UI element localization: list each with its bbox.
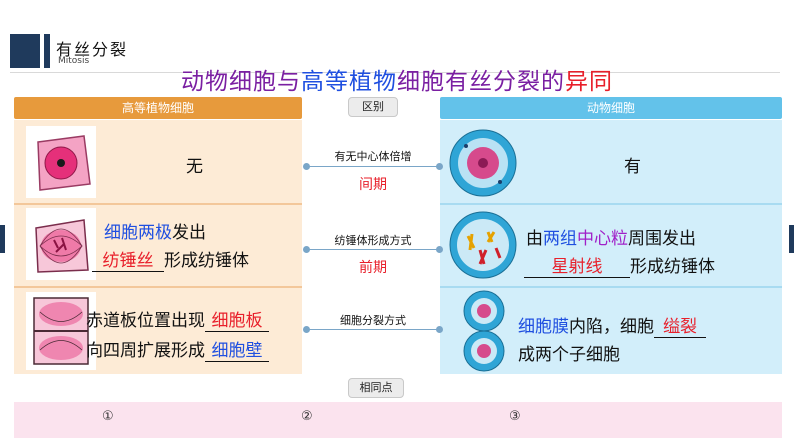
animal-prophase-image	[444, 208, 522, 282]
plant-row-divider	[14, 203, 302, 205]
animal-row1-text: 有	[624, 157, 641, 177]
animal-row3-b: 内陷，细胞	[569, 317, 654, 337]
animal-row3-line1: 细胞膜内陷，细胞缢裂	[518, 312, 706, 338]
row3-connector	[306, 329, 440, 330]
plant-row3-a: 赤道板位置出现	[86, 311, 205, 331]
animal-row2-line2-rest: 形成纺锤体	[630, 257, 715, 277]
connector-dot	[303, 326, 310, 333]
animal-column-header: 动物细胞	[440, 97, 782, 119]
same-item-3: ③	[509, 409, 521, 424]
same-item-2: ②	[301, 409, 313, 424]
animal-row2-line1: 由两组中心粒周围发出	[526, 224, 696, 249]
plant-column-header: 高等植物细胞	[14, 97, 302, 119]
plant-spindle-fiber-blank: 纺锤丝	[92, 246, 164, 272]
same-points-bar	[14, 402, 782, 438]
right-edge-marker	[789, 225, 794, 253]
animal-two-groups: 两组	[543, 229, 577, 249]
connector-dot	[303, 163, 310, 170]
row3-difference-label: 细胞分裂方式	[340, 314, 406, 327]
row1-difference-label: 有无中心体倍增	[334, 150, 412, 163]
plant-cell-plate-blank: 细胞板	[205, 306, 269, 332]
title-part-4: 异同	[565, 69, 613, 95]
plant-row2-line2-rest: 形成纺锤体	[164, 251, 249, 271]
left-edge-marker	[0, 225, 5, 253]
same-points-tab: 相同点	[348, 378, 404, 398]
plant-cytokinesis-image	[26, 292, 96, 370]
plant-row3-line2: 向四周扩展形成细胞壁	[86, 336, 269, 362]
plant-row3-b: 向四周扩展形成	[86, 341, 205, 361]
animal-row2-line2: 星射线形成纺锤体	[524, 252, 715, 278]
header-accent-block	[10, 34, 40, 68]
connector-dot	[436, 163, 443, 170]
section-title: 有丝分裂	[56, 40, 129, 59]
plant-row-divider	[14, 286, 302, 288]
row2-period: 前期	[359, 260, 387, 276]
animal-cytokinesis-image	[460, 290, 508, 372]
row2-difference-label: 纺锤体形成方式	[334, 234, 412, 247]
plant-row1-text: 无	[186, 157, 203, 177]
row2-connector	[306, 249, 440, 250]
row1-period: 间期	[359, 177, 387, 193]
animal-constriction-blank: 缢裂	[654, 312, 706, 338]
animal-row2-d: 周围发出	[628, 229, 696, 249]
connector-dot	[436, 326, 443, 333]
plant-row3-line1: 赤道板位置出现细胞板	[86, 306, 269, 332]
title-part-2: 高等植物	[301, 69, 397, 95]
title-part-3: 细胞有丝分裂的	[397, 69, 565, 95]
connector-dot	[436, 246, 443, 253]
animal-interphase-image	[444, 126, 522, 200]
animal-row-divider	[440, 203, 782, 205]
plant-spindle-origin: 细胞两极	[104, 223, 172, 243]
page-title: 动物细胞与高等植物细胞有丝分裂的异同	[0, 62, 794, 96]
title-part-1: 动物细胞与	[181, 69, 301, 95]
animal-row-divider	[440, 286, 782, 288]
connector-dot	[303, 246, 310, 253]
header-accent-stripe	[44, 34, 50, 68]
plant-interphase-image	[26, 126, 96, 198]
plant-cell-wall-blank: 细胞壁	[205, 336, 269, 362]
plant-prophase-image	[26, 208, 96, 280]
plant-row2-line1-rest: 发出	[172, 223, 206, 243]
animal-row3-line2: 成两个子细胞	[518, 345, 620, 365]
animal-centriole: 中心粒	[577, 229, 628, 249]
plant-row2-line2: 纺锤丝形成纺锤体	[92, 246, 249, 272]
animal-aster-blank: 星射线	[524, 252, 630, 278]
section-subtitle: Mitosis	[58, 56, 90, 66]
same-item-1: ①	[102, 409, 114, 424]
row1-connector	[306, 166, 440, 167]
plant-row2-line1: 细胞两极发出	[104, 218, 206, 243]
header-divider	[10, 72, 780, 73]
difference-tab: 区别	[348, 97, 398, 117]
animal-membrane: 细胞膜	[518, 317, 569, 337]
animal-row2-a: 由	[526, 229, 543, 249]
